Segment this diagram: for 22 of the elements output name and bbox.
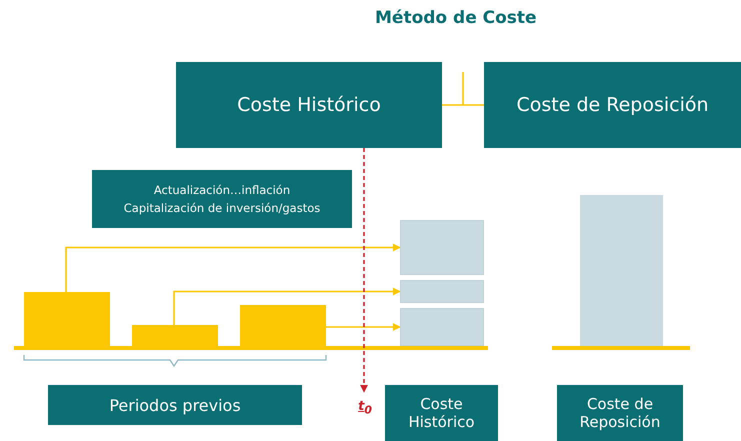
cost-bar (580, 195, 663, 346)
cost-segment (400, 220, 484, 275)
cost-segment (400, 308, 484, 346)
note-text: Capitalización de inversión/gastos (124, 201, 320, 215)
method-box: Coste de Reposición (484, 62, 741, 148)
label-box: Periodos previos (48, 385, 302, 425)
arrow (65, 244, 401, 292)
method-box: Coste Histórico (176, 62, 442, 148)
note-box (92, 170, 352, 228)
period-bar (24, 292, 110, 348)
period-bar (132, 325, 218, 348)
note-text: Actualización…inflación (154, 183, 290, 197)
label-box: Coste Histórico (385, 385, 498, 441)
cost-segment (400, 280, 484, 303)
period-bar (240, 305, 326, 348)
arrow (326, 323, 401, 331)
time-marker-label: t$_{0}$ (350, 398, 380, 418)
title: Método de Coste (375, 8, 537, 28)
time-arrow (360, 148, 368, 393)
connector-line (442, 72, 484, 106)
label-box: Coste de Reposición (557, 385, 683, 441)
arrow (173, 288, 401, 325)
